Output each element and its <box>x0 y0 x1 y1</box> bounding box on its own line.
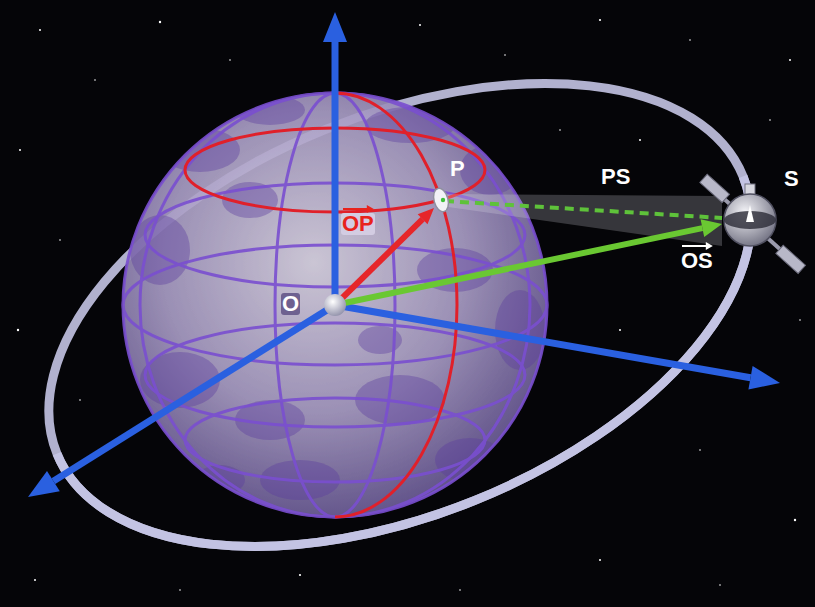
star <box>794 519 796 521</box>
coordinate-axes <box>28 12 780 497</box>
z-axis <box>332 40 339 305</box>
star <box>599 559 601 561</box>
antenna-feed <box>441 198 445 202</box>
star <box>19 149 21 151</box>
star <box>689 39 691 41</box>
star <box>789 59 791 61</box>
mottle <box>235 95 305 125</box>
star <box>719 584 721 586</box>
os-arrowhead <box>701 219 722 237</box>
axis-arrowhead <box>323 12 347 42</box>
x-axis <box>53 305 335 481</box>
orbit-ring-front <box>57 176 815 607</box>
ground-antenna <box>431 187 451 214</box>
os-vector <box>335 228 702 305</box>
star <box>39 29 41 31</box>
op-arrowhead <box>418 208 434 224</box>
star <box>159 21 161 23</box>
satellite-antenna <box>746 205 754 222</box>
star <box>799 319 801 321</box>
ps-vector <box>445 201 722 218</box>
star <box>179 589 181 591</box>
star <box>94 79 96 81</box>
origin-label: O <box>281 293 300 315</box>
axis-arrowhead <box>748 366 780 390</box>
mottle <box>495 290 545 370</box>
star <box>559 129 561 131</box>
signal-beam <box>441 194 722 246</box>
star <box>79 399 81 401</box>
latitude-line <box>145 323 525 427</box>
origin-point <box>324 294 346 316</box>
star <box>504 54 506 56</box>
y-axis <box>335 305 751 378</box>
star <box>59 239 61 241</box>
axis-arrowhead <box>28 471 60 497</box>
satellite-body <box>724 194 776 246</box>
star <box>769 119 771 121</box>
satellite-label: S <box>783 168 800 190</box>
star <box>229 59 231 61</box>
star <box>17 329 19 331</box>
solar-panel <box>700 174 730 202</box>
star <box>299 574 301 576</box>
vector-label: OP <box>341 213 375 235</box>
vector-label: PS <box>600 166 631 188</box>
star <box>599 19 601 21</box>
vector-label: OS <box>680 250 714 272</box>
star <box>419 24 421 26</box>
vector-overarrow-head <box>367 205 374 213</box>
point-label: P <box>449 158 466 180</box>
vector-overarrow-head <box>706 242 713 250</box>
star <box>34 579 36 581</box>
star-field <box>17 19 801 591</box>
star <box>639 139 641 141</box>
star <box>459 589 461 591</box>
solar-panel <box>776 245 806 273</box>
star <box>619 329 621 331</box>
star <box>699 449 701 451</box>
